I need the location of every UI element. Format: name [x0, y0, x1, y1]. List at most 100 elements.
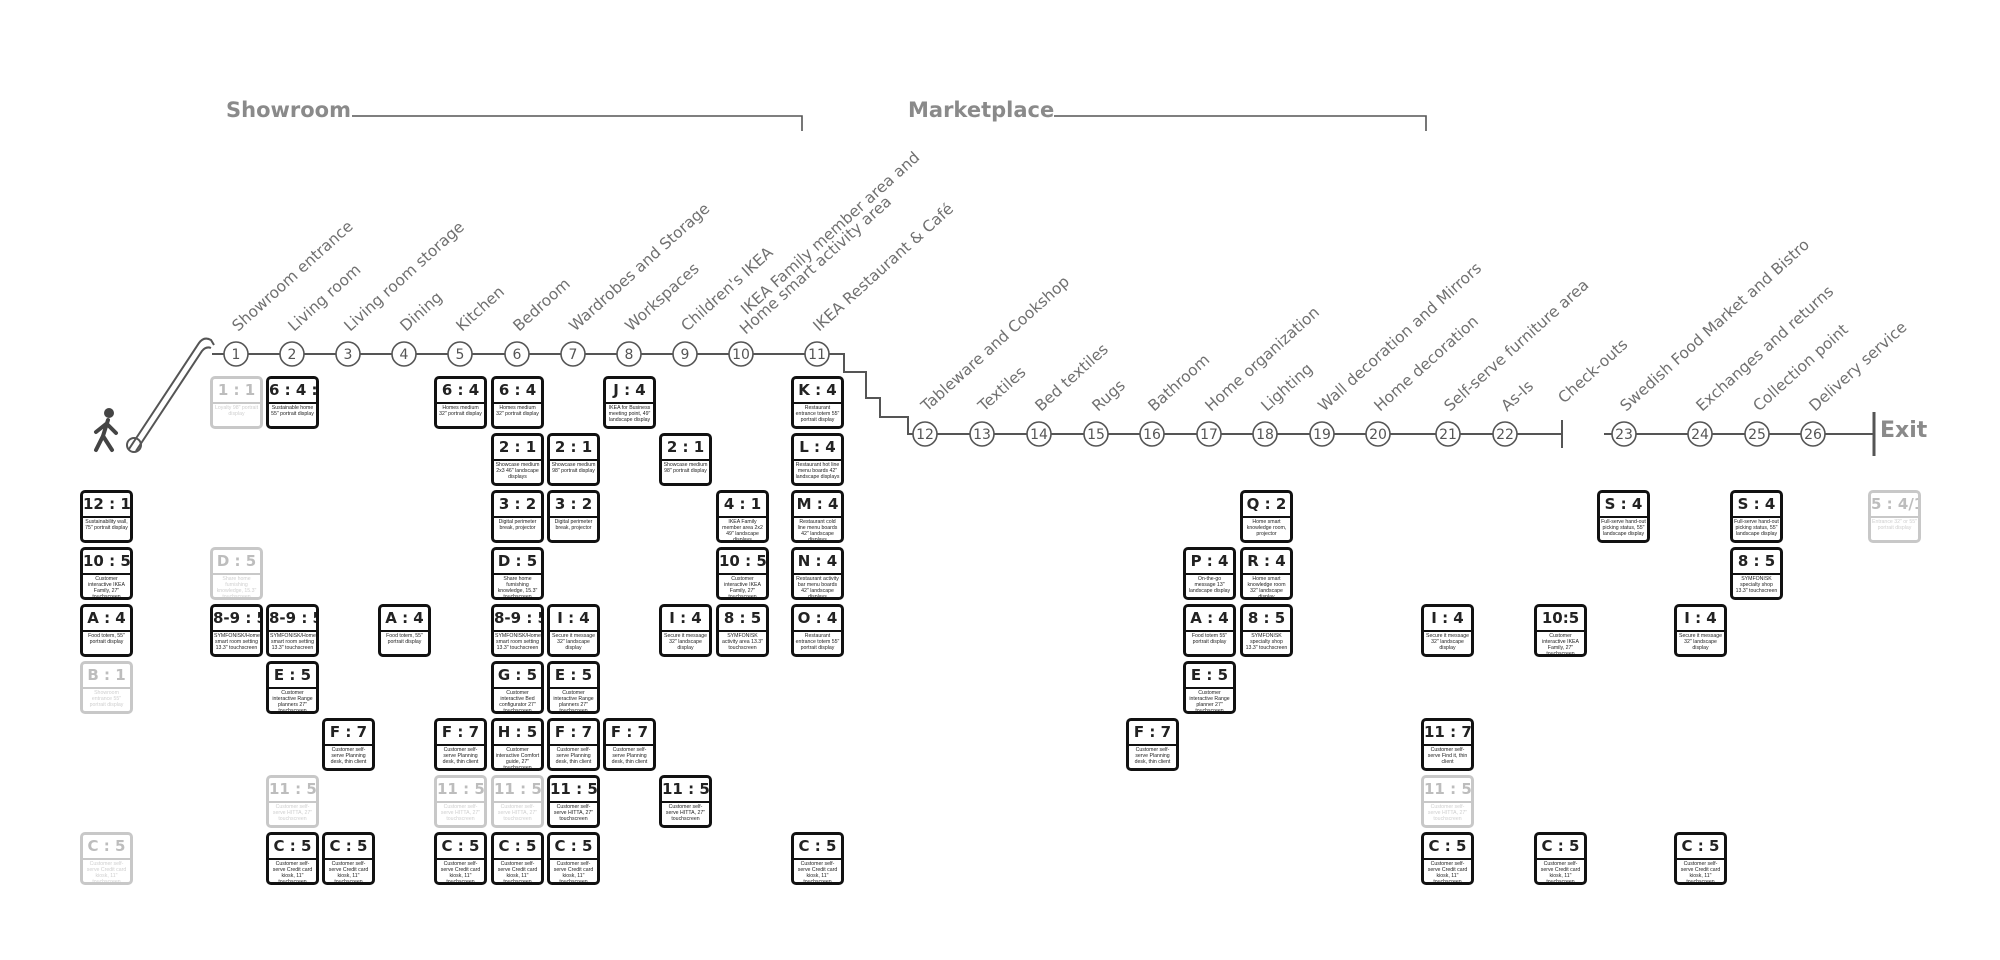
touchpoint-code: 11 : 5 [550, 778, 597, 803]
touchpoint-description: Customer interactive Range planners 27" … [272, 690, 313, 714]
touchpoint-code: 11 : 7 [1424, 721, 1471, 746]
touchpoint-code: 3 : 2 [494, 493, 541, 518]
station-marker [1083, 421, 1109, 447]
touchpoint-code: K : 4 [794, 379, 841, 404]
touchpoint-description: Home smart knowledge room 32" landscape … [1247, 576, 1286, 600]
touchpoint-code: 2 : 1 [494, 436, 541, 461]
station-number: 14 [1030, 427, 1048, 443]
touchpoint-description: Showroom entrance 55" portrait display [89, 690, 124, 708]
touchpoint-tile: 5 : 4/1Entrance 32" or 55" portrait disp… [1868, 490, 1921, 543]
station-number: 18 [1256, 427, 1274, 443]
zone-label: Collection point [1750, 321, 1852, 415]
touchpoint-code: B : 1 [83, 664, 130, 689]
touchpoint-code: D : 5 [213, 550, 260, 575]
station-number: 21 [1439, 427, 1457, 443]
touchpoint-description: Customer self-serve Credit card kiosk, 1… [440, 861, 481, 885]
zone-label: Textiles [974, 363, 1030, 416]
station-marker [335, 341, 361, 367]
station-marker [279, 341, 305, 367]
touchpoint-code: C : 5 [325, 835, 372, 860]
touchpoint-description: Food totem, 55" portrait display [88, 633, 125, 645]
touchpoint-description: Showcase medium 98" portrait display [551, 462, 596, 474]
station-number: 11 [808, 347, 826, 363]
station-number: 3 [344, 347, 353, 363]
touchpoint-description: Customer self-serve Find it, thin client [1427, 747, 1468, 765]
station-number: 6 [513, 347, 522, 363]
touchpoint-description: Share home furnishing knowledge, 15.3" t… [216, 576, 257, 600]
touchpoint-code: 8 : 5 [719, 607, 766, 632]
station-number: 8 [625, 347, 634, 363]
touchpoint-code: G : 5 [494, 664, 541, 689]
touchpoint-description: Customer self-serve Credit card kiosk, 1… [272, 861, 313, 885]
touchpoint-code: L : 4 [794, 436, 841, 461]
touchpoint-description: Homes medium 32" portrait display [439, 405, 482, 417]
touchpoint-code: 8-9 : 5 [213, 607, 260, 632]
section-title-marketplace: Marketplace [908, 98, 1054, 122]
touchpoint-description: SYMFONISK/Home smart room setting 13.3" … [214, 633, 260, 651]
zone-label: Bathroom [1145, 351, 1214, 415]
touchpoint-code: M : 4 [794, 493, 841, 518]
station-number: 20 [1369, 427, 1387, 443]
touchpoint-description: Customer self-serve Planning desk, thin … [442, 747, 479, 765]
station-number: 2 [288, 347, 297, 363]
touchpoint-description: Customer self-serve HITTA, 27" touchscre… [497, 804, 538, 822]
touchpoint-code: C : 5 [494, 835, 541, 860]
touchpoint-description: On-the-go message 13" landscape display [1188, 576, 1231, 594]
touchpoint-code: A : 4 [1186, 607, 1233, 632]
touchpoint-code: C : 5 [550, 835, 597, 860]
touchpoint-description: Showcase medium 98" portrait display [663, 462, 708, 474]
touchpoint-description: Customer interactive IKEA Family, 27" to… [88, 576, 125, 600]
touchpoint-code: E : 5 [269, 664, 316, 689]
station-marker [1800, 421, 1826, 447]
touchpoint-description: Restaurant activity bar menu boards 42" … [796, 576, 839, 600]
touchpoint-code: F : 7 [437, 721, 484, 746]
touchpoint-code: 2 : 1 [550, 436, 597, 461]
station-marker [1435, 421, 1461, 447]
station-number: 23 [1615, 427, 1633, 443]
station-number: 25 [1748, 427, 1766, 443]
touchpoint-description: Customer interactive IKEA Family, 27" to… [724, 576, 761, 600]
station-marker [1196, 421, 1222, 447]
escalator-icon [126, 337, 215, 453]
station-number: 13 [973, 427, 991, 443]
zone-label: Delivery service [1806, 318, 1911, 415]
touchpoint-code: C : 5 [1537, 835, 1584, 860]
touchpoint-code: 8 : 5 [1243, 607, 1290, 632]
touchpoint-code: F : 7 [1129, 721, 1176, 746]
touchpoint-description: SYMFONISK/Home smart room setting 13.3" … [270, 633, 316, 651]
station-marker [447, 341, 473, 367]
touchpoint-code: 11 : 5 [269, 778, 316, 803]
station-number: 5 [456, 347, 465, 363]
touchpoint-code: F : 7 [606, 721, 653, 746]
touchpoint-code: C : 5 [1424, 835, 1471, 860]
touchpoint-code: 5 : 4/1 [1871, 493, 1918, 518]
touchpoint-code: 11 : 5 [662, 778, 709, 803]
